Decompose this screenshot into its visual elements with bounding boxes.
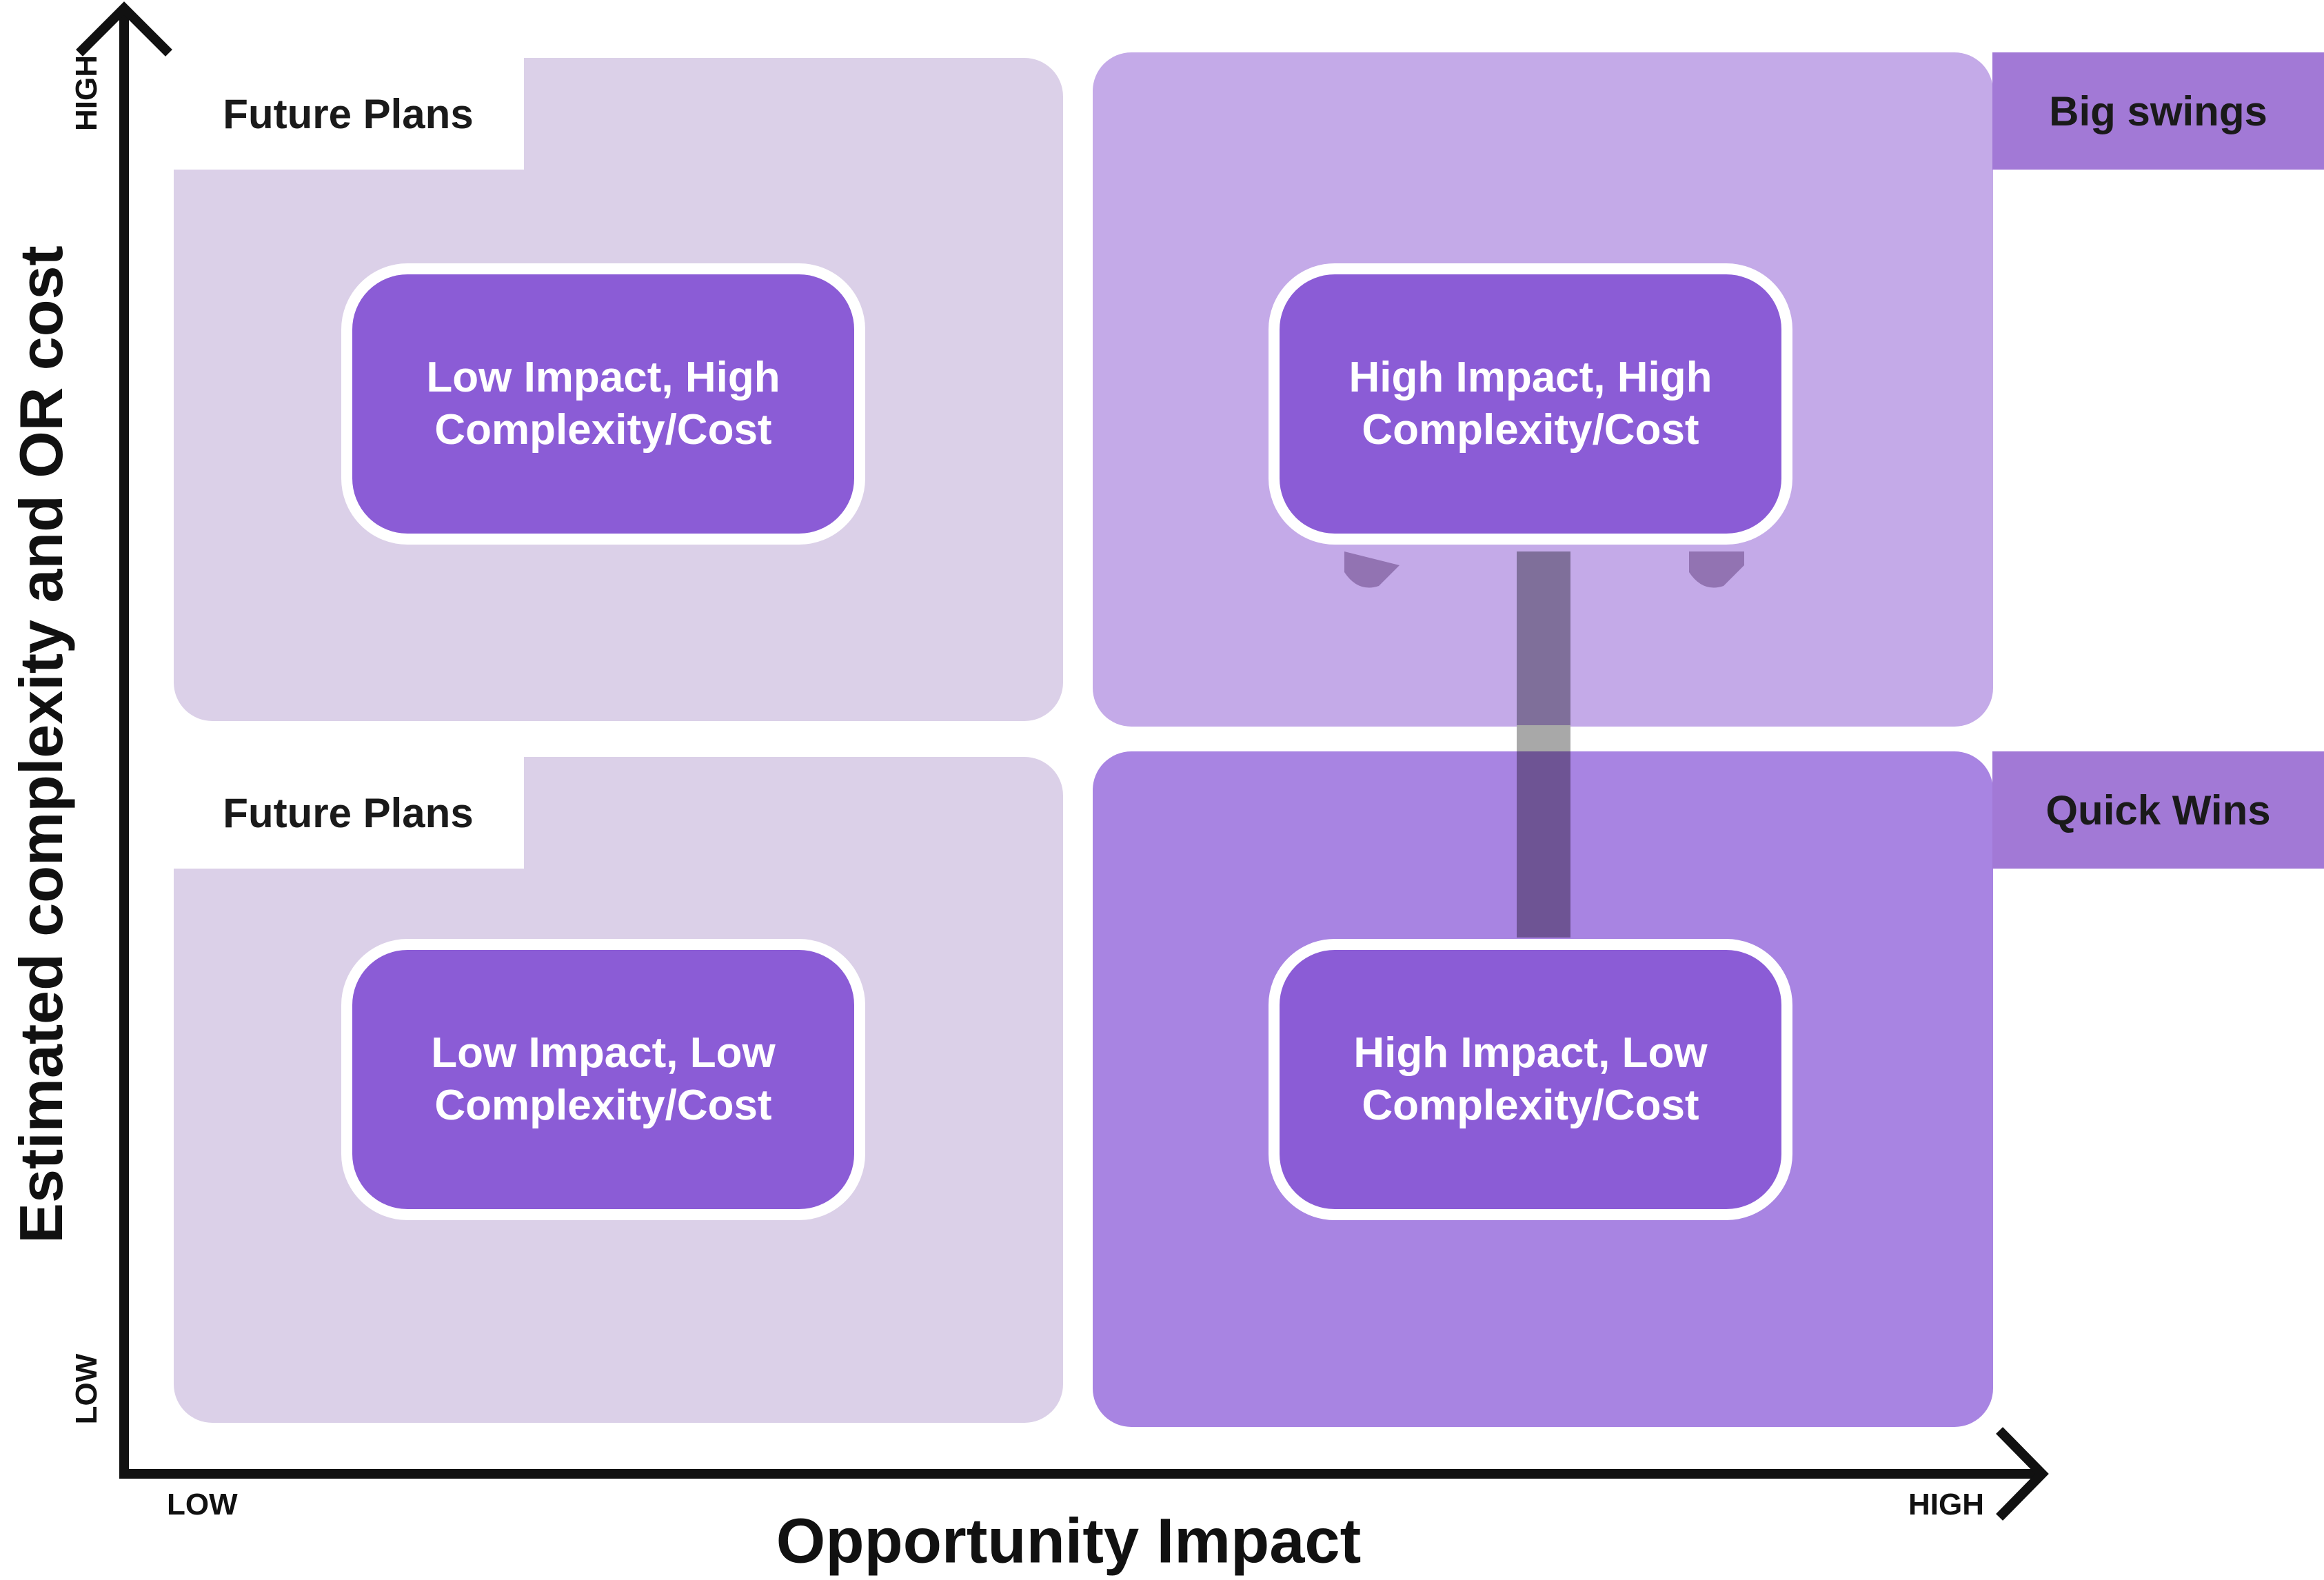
card-line: Low Impact, Low bbox=[431, 1029, 776, 1077]
card-line: Complexity/Cost bbox=[1362, 406, 1699, 454]
card-line: Low Impact, High bbox=[426, 354, 780, 401]
card-line: High Impact, High bbox=[1348, 354, 1712, 401]
x-axis-high-label: HIGH bbox=[1908, 1488, 1984, 1521]
tag-label: Future Plans bbox=[223, 789, 474, 836]
tag-future-plans-bottom: Future Plans bbox=[172, 757, 524, 869]
x-axis-arrowhead bbox=[1996, 1427, 2049, 1521]
tag-big-swings: Big swings bbox=[1992, 52, 2324, 170]
tag-label: Future Plans bbox=[223, 90, 474, 137]
y-axis-high-label: HIGH bbox=[70, 55, 103, 131]
card-high-impact-high-complexity: High Impact, High Complexity/Cost bbox=[1269, 263, 1792, 545]
tag-future-plans-top: Future Plans bbox=[172, 58, 524, 170]
card-line: Complexity/Cost bbox=[434, 1082, 772, 1129]
x-axis-title: Opportunity Impact bbox=[776, 1506, 1362, 1577]
y-axis-arrowhead bbox=[76, 1, 172, 57]
y-axis-low-label: LOW bbox=[70, 1353, 103, 1425]
tag-quick-wins: Quick Wins bbox=[1992, 751, 2324, 869]
card-line: Complexity/Cost bbox=[434, 406, 772, 454]
x-axis-low-label: LOW bbox=[167, 1488, 238, 1521]
card-line: High Impact, Low bbox=[1353, 1029, 1708, 1077]
card-high-impact-low-complexity: High Impact, Low Complexity/Cost bbox=[1269, 939, 1792, 1220]
card-low-impact-high-complexity: Low Impact, High Complexity/Cost bbox=[341, 263, 865, 545]
y-axis-title: Estimated complexity and OR cost bbox=[7, 245, 75, 1244]
tag-label: Big swings bbox=[2049, 88, 2267, 134]
tag-label: Quick Wins bbox=[2045, 787, 2271, 833]
card-low-impact-low-complexity: Low Impact, Low Complexity/Cost bbox=[341, 939, 865, 1220]
card-line: Complexity/Cost bbox=[1362, 1082, 1699, 1129]
